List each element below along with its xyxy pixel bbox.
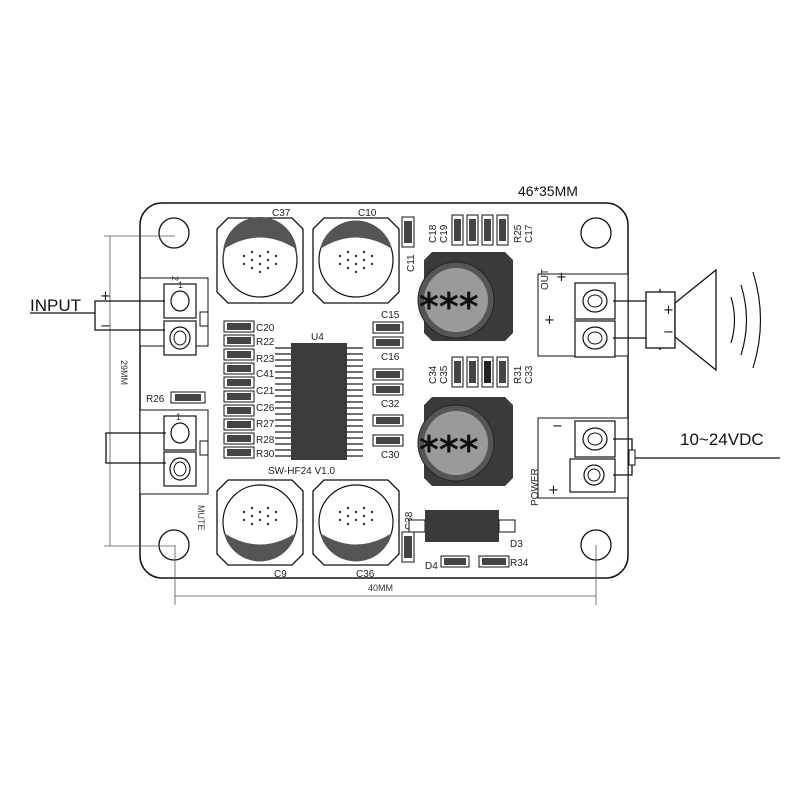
svg-text:1: 1 xyxy=(178,280,183,290)
middle-smd-row xyxy=(451,356,509,388)
input-label: INPUT xyxy=(30,296,81,315)
svg-text:−: − xyxy=(663,325,674,340)
inductor-top: *** xyxy=(417,252,513,341)
svg-text:C15: C15 xyxy=(381,310,400,321)
svg-text:C20: C20 xyxy=(256,323,275,334)
svg-text:R27: R27 xyxy=(256,419,275,430)
capacitor-c9: C9 xyxy=(216,479,304,580)
svg-text:R23: R23 xyxy=(256,354,275,365)
inductor-bottom: *** xyxy=(417,397,513,486)
svg-text:C35: C35 xyxy=(439,365,450,384)
svg-text:C37: C37 xyxy=(272,208,291,219)
svg-text:C19: C19 xyxy=(439,224,450,243)
diode-d3 xyxy=(408,510,516,542)
svg-text:C10: C10 xyxy=(358,208,377,219)
svg-text:C32: C32 xyxy=(381,399,400,410)
svg-text:−: − xyxy=(552,419,563,434)
svg-text:+: + xyxy=(544,313,555,328)
left-smd-column xyxy=(223,320,255,459)
svg-text:C17: C17 xyxy=(524,224,535,243)
width-label: 40MM xyxy=(368,583,393,593)
svg-text:C11: C11 xyxy=(406,254,417,272)
svg-text:C36: C36 xyxy=(356,569,375,580)
capacitor-c36: C36 xyxy=(312,479,400,580)
svg-text:1: 1 xyxy=(176,412,181,422)
svg-text:C34: C34 xyxy=(428,365,439,384)
svg-text:+: + xyxy=(663,303,674,318)
svg-text:R22: R22 xyxy=(256,337,275,348)
svg-text:D4: D4 xyxy=(425,561,438,572)
mute-jumper-wire xyxy=(105,432,166,464)
svg-text:C21: C21 xyxy=(256,386,275,397)
svg-text:D3: D3 xyxy=(510,539,523,550)
svg-text:2: 2 xyxy=(170,276,180,281)
svg-text:R25: R25 xyxy=(513,224,524,243)
out-label: OUT xyxy=(540,269,551,290)
svg-text:R26: R26 xyxy=(146,394,165,405)
top-smd-row xyxy=(451,214,509,246)
svg-text:C16: C16 xyxy=(381,352,400,363)
svg-text:R34: R34 xyxy=(510,558,529,569)
mounting-hole-tr xyxy=(580,217,612,249)
capacitor-c10: C10 xyxy=(312,208,400,304)
svg-text:***: *** xyxy=(419,285,479,329)
voltage-label: 10~24VDC xyxy=(680,430,764,449)
svg-text:+: + xyxy=(548,483,559,498)
svg-text:+: + xyxy=(100,289,111,304)
svg-text:C26: C26 xyxy=(256,403,275,414)
power-label: POWER xyxy=(530,468,541,506)
svg-text:R31: R31 xyxy=(513,365,524,384)
chip-u4 xyxy=(275,343,363,460)
board-size-label: 46*35MM xyxy=(518,183,578,199)
svg-text:+: + xyxy=(556,270,567,285)
speaker-icon xyxy=(645,268,762,372)
svg-text:C33: C33 xyxy=(524,365,535,384)
svg-text:C30: C30 xyxy=(381,450,400,461)
mounting-hole-tl xyxy=(158,217,190,249)
svg-text:C9: C9 xyxy=(274,569,287,580)
height-label: 29MM xyxy=(119,360,129,385)
svg-text:R28: R28 xyxy=(256,435,275,446)
mounting-hole-bl xyxy=(158,529,190,561)
svg-text:R30: R30 xyxy=(256,449,275,460)
mute-label: MUTE xyxy=(196,505,206,531)
svg-text:C41: C41 xyxy=(256,369,275,380)
svg-text:−: − xyxy=(100,319,111,334)
svg-text:C18: C18 xyxy=(428,224,439,243)
right-smd-group xyxy=(372,321,404,447)
chip-label: U4 xyxy=(311,332,324,343)
capacitor-c37: C37 xyxy=(216,208,304,304)
board-model-label: SW-HF24 V1.0 xyxy=(268,466,335,477)
svg-text:***: *** xyxy=(419,428,479,472)
